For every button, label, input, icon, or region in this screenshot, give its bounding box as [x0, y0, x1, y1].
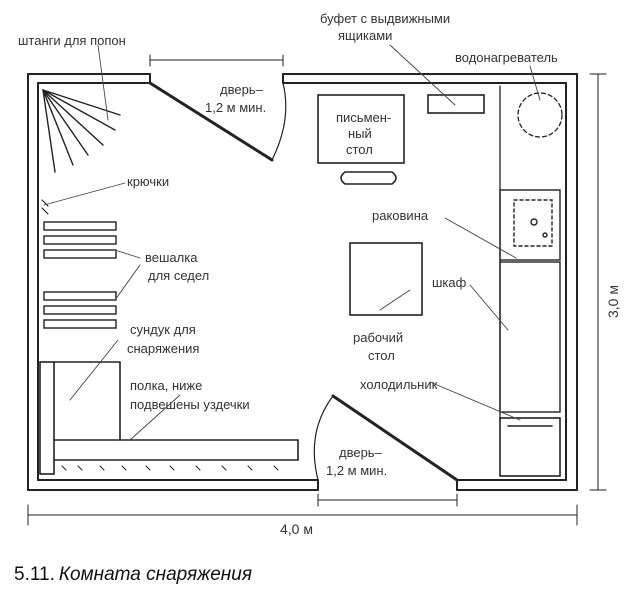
label-saddle-rack-1: вешалка [145, 250, 198, 265]
label-door-top-2: 1,2 м мин. [205, 100, 266, 115]
water-heater [499, 85, 563, 421]
label-desk-1: письмен- [336, 110, 391, 125]
label-hooks: крючки [127, 174, 169, 189]
label-workbench-1: рабочий [353, 330, 403, 345]
label-door-bottom-1: дверь– [339, 445, 383, 460]
door-top [148, 54, 287, 162]
figure-caption: 5.11.Комната снаряжения [14, 564, 252, 586]
label-chest-1: сундук для [130, 322, 196, 337]
workbench [349, 242, 423, 316]
label-workbench-2: стол [368, 348, 395, 363]
equipment-chest [39, 361, 121, 475]
caption-title: Комната снаряжения [58, 564, 252, 585]
height-label: 3,0 м [605, 285, 621, 318]
label-buffet-1: буфет с выдвижными [320, 11, 450, 26]
label-fridge: холодильник [360, 377, 438, 392]
width-label: 4,0 м [280, 521, 313, 537]
outer-walls [27, 73, 578, 491]
sink-unit [499, 189, 561, 261]
hooks [41, 199, 49, 215]
labels: штанги для попон буфет с выдвижными ящик… [18, 11, 621, 537]
caption-number: 5.11. [14, 564, 55, 585]
floor-plan: штанги для попон буфет с выдвижными ящик… [18, 11, 621, 537]
label-desk-2: ный [348, 126, 372, 141]
door-bottom [313, 394, 459, 507]
leader-lines [43, 44, 541, 441]
label-cabinet: шкаф [432, 275, 467, 290]
label-chest-2: снаряжения [127, 341, 199, 356]
label-shelf-2: подвешены уздечки [130, 397, 250, 412]
width-dimension [27, 504, 578, 526]
saddle-racks [43, 221, 117, 329]
label-buffet-2: ящиками [338, 28, 392, 43]
label-towel-bars: штанги для попон [18, 33, 126, 48]
label-door-bottom-2: 1,2 м мин. [326, 463, 387, 478]
label-shelf-1: полка, ниже [130, 378, 202, 393]
label-water-heater: водонагреватель [455, 50, 558, 65]
desk [317, 94, 405, 185]
label-sink: раковина [372, 208, 429, 223]
shelf [53, 439, 299, 471]
label-door-top-1: дверь– [220, 82, 264, 97]
fridge [499, 417, 561, 477]
buffet [427, 94, 485, 114]
label-saddle-rack-2: для седел [148, 268, 209, 283]
height-dimension [589, 73, 607, 491]
towel-bars [42, 89, 121, 173]
cabinet [499, 261, 561, 413]
